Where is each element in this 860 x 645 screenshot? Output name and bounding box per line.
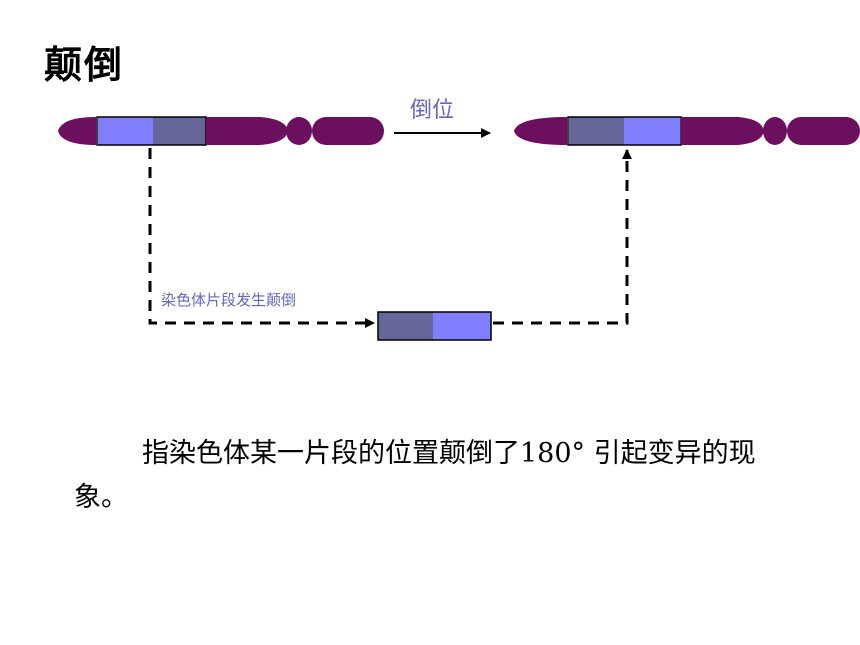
arrow-label: 倒位 [410,98,454,123]
chromosome-arm-right [681,117,764,145]
segment-light [98,117,153,145]
original-chromosome [58,116,384,146]
segment-dark [569,117,624,145]
segment-dark [378,312,433,340]
chromosome-arm-right [206,117,288,145]
detached-segment [377,311,492,341]
chromosome-end [312,117,384,145]
page-title: 颠倒 [44,43,125,87]
segment-light [433,312,491,340]
centromere [286,117,312,145]
centromere [763,117,787,145]
dashed-path-down [148,148,375,328]
segment-dark [153,117,206,145]
segment-label: 染色体片段发生颠倒 [161,291,296,309]
chromosome-arm-left [58,117,96,145]
segment-light [624,117,680,145]
dashed-path-up [493,149,632,325]
inversion-diagram: 倒位 染色体片段发生颠倒 [58,98,860,341]
chromosome-end [787,117,860,145]
chromosome-arm-left [514,117,567,145]
inverted-chromosome [514,116,860,146]
definition-text: 指染色体某一片段的位置颠倒了180° 引起变异的现象。 [74,438,756,513]
